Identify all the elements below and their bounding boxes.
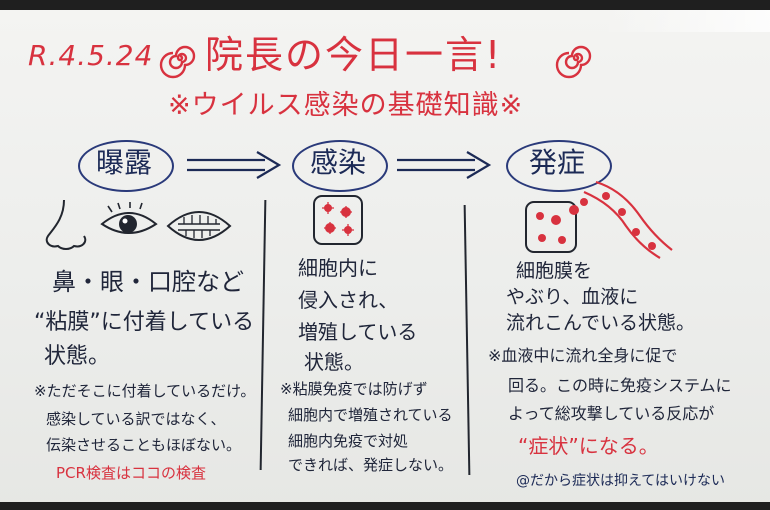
stage-note: 回る。この時に免疫システムに xyxy=(508,376,732,395)
stage-note: よって総攻撃している反応が xyxy=(508,404,715,423)
board-frame-top xyxy=(0,0,770,10)
mouth-icon xyxy=(166,211,232,241)
stage-label-onset: 発症 xyxy=(529,146,586,179)
nose-icon xyxy=(45,199,87,250)
board-frame-bottom xyxy=(0,502,770,510)
stage-note: ※血液中に流れ全身に促で xyxy=(488,346,678,365)
arrow-right-icon xyxy=(397,151,492,179)
spiral-icon xyxy=(555,45,592,79)
stage-line: 状態。 xyxy=(44,344,111,369)
stage-note: 細胞内免疫で対処 xyxy=(288,432,409,450)
eye-icon xyxy=(100,202,158,234)
stage-line: 流れこんでいる状態。 xyxy=(506,312,696,334)
light-glare xyxy=(600,10,770,32)
subtitle: ※ウイルス感染の基礎知識※ xyxy=(168,90,524,121)
stage-line: やぶり、血液に xyxy=(506,286,639,308)
spiral-icon xyxy=(159,45,196,79)
stage-line: “粘膜”に付着している xyxy=(34,310,255,335)
stage-label-exposure: 曝露 xyxy=(96,146,153,179)
stage-line: 鼻・眼・口腔など xyxy=(52,268,244,296)
ruptured-cell-icon xyxy=(525,180,673,259)
column-divider xyxy=(463,205,471,475)
stage-note: ※ただそこに付着しているだけ。 xyxy=(34,382,256,400)
stage-label-infection: 感染 xyxy=(310,146,367,179)
stage-line: 細胞膜を xyxy=(516,260,593,282)
arrow-right-icon xyxy=(187,151,282,179)
stage-line: 侵入され、 xyxy=(298,288,399,312)
stage-line: 増殖している xyxy=(298,320,418,344)
stage-footnote: PCR検査はココの検査 xyxy=(56,464,206,482)
stage-oval-exposure xyxy=(78,140,174,192)
stage-footnote: @だから症状は抑えてはいけない xyxy=(516,473,726,489)
stage-line: 状態。 xyxy=(304,350,364,374)
stage-note: ※粘膜免疫では防げず xyxy=(280,380,428,398)
page-title: 院長の今日一言! xyxy=(205,33,503,77)
stage-line: 細胞内に xyxy=(298,256,378,280)
date-text: R.4.5.24 xyxy=(28,39,154,72)
stage-oval-infection xyxy=(292,140,388,192)
stage-note: 細胞内で増殖されている xyxy=(288,406,453,424)
stage-oval-onset xyxy=(506,140,612,192)
stage-note: 感染している訳ではなく、 xyxy=(46,410,226,428)
column-divider xyxy=(259,200,267,470)
stage-note: できれば、発症しない。 xyxy=(288,456,454,474)
stage-note: 伝染させることもほぼない。 xyxy=(46,436,242,454)
infected-cell-icon xyxy=(313,195,363,245)
stage-note: “症状”になる。 xyxy=(518,434,659,458)
